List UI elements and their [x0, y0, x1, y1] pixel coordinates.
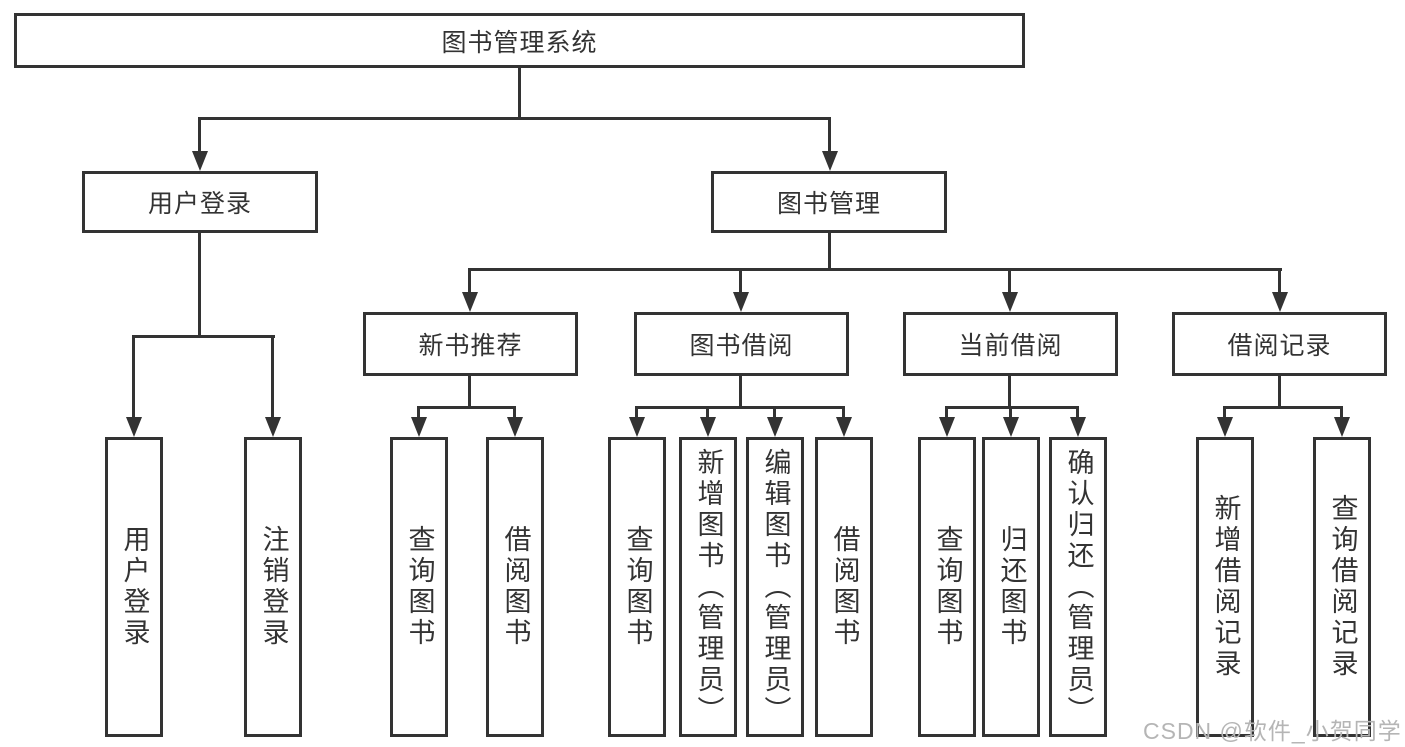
leaf-logout: 注销登录: [244, 437, 302, 737]
leaf-borrow-book-recommend: 借阅图书: [486, 437, 544, 737]
node-user-login-label: 用户登录: [147, 190, 252, 218]
leaf-query-book-recommend-label: 查询图书: [404, 525, 435, 649]
connector-line: [945, 406, 1079, 409]
connector-line: [739, 374, 742, 409]
leaf-return-book-label: 归还图书: [996, 525, 1027, 649]
connector-line: [468, 374, 471, 409]
arrow-down-icon: [265, 417, 281, 437]
leaf-add-borrow-record-label: 新增借阅记录: [1210, 494, 1241, 680]
arrow-down-icon: [462, 292, 478, 312]
arrow-down-icon: [1003, 417, 1019, 437]
connector-line: [828, 231, 831, 271]
leaf-user-login-label: 用户登录: [119, 525, 150, 649]
leaf-confirm-return-admin: 确认归还（管理员）: [1049, 437, 1107, 737]
connector-line: [1008, 268, 1011, 294]
leaf-borrow-book-recommend-label: 借阅图书: [500, 525, 531, 649]
node-root-label: 图书管理系统: [441, 28, 598, 57]
connector-line: [1340, 406, 1343, 419]
connector-line: [1278, 374, 1281, 409]
leaf-borrow-book: 借阅图书: [815, 437, 873, 737]
connector-line: [132, 335, 135, 417]
arrow-down-icon: [1002, 292, 1018, 312]
node-book-management-label: 图书管理: [776, 190, 881, 218]
leaf-logout-label: 注销登录: [258, 525, 289, 649]
connector-line: [198, 231, 201, 338]
connector-line: [132, 335, 275, 338]
node-book-borrow-label: 图书借阅: [689, 332, 794, 360]
node-current-borrow-label: 当前借阅: [958, 332, 1063, 360]
leaf-query-borrow-record: 查询借阅记录: [1313, 437, 1371, 737]
connector-line: [1223, 406, 1226, 419]
leaf-return-book: 归还图书: [982, 437, 1040, 737]
connector-line: [198, 117, 201, 153]
arrow-down-icon: [822, 151, 838, 171]
node-new-book-recommend-label: 新书推荐: [418, 332, 523, 360]
leaf-query-book-current-label: 查询图书: [932, 525, 963, 649]
arrow-down-icon: [836, 417, 852, 437]
connector-line: [513, 406, 516, 419]
arrow-down-icon: [1070, 417, 1086, 437]
leaf-query-book-borrow: 查询图书: [608, 437, 666, 737]
connector-line: [635, 406, 638, 419]
connector-line: [468, 268, 1282, 271]
connector-line: [198, 117, 831, 120]
arrow-down-icon: [1272, 292, 1288, 312]
node-book-management: 图书管理: [711, 171, 947, 233]
csdn-watermark: CSDN @软件_小贺同学: [1143, 718, 1402, 744]
connector-line: [945, 406, 948, 419]
node-user-login: 用户登录: [82, 171, 318, 233]
connector-line: [773, 406, 776, 419]
arrow-down-icon: [939, 417, 955, 437]
leaf-query-book-borrow-label: 查询图书: [622, 525, 653, 649]
arrow-down-icon: [126, 417, 142, 437]
node-borrow-record-label: 借阅记录: [1227, 332, 1332, 360]
leaf-edit-book-admin: 编辑图书（管理员）: [746, 437, 804, 737]
connector-line: [1223, 406, 1343, 409]
connector-line: [417, 406, 420, 419]
arrow-down-icon: [700, 417, 716, 437]
leaf-query-book-current: 查询图书: [918, 437, 976, 737]
leaf-add-borrow-record: 新增借阅记录: [1196, 437, 1254, 737]
node-root: 图书管理系统: [14, 13, 1025, 68]
node-new-book-recommend: 新书推荐: [363, 312, 578, 376]
leaf-confirm-return-admin-label: 确认归还（管理员）: [1063, 447, 1094, 727]
arrow-down-icon: [411, 417, 427, 437]
arrow-down-icon: [192, 151, 208, 171]
connector-line: [1278, 268, 1281, 294]
arrow-down-icon: [629, 417, 645, 437]
connector-line: [1009, 406, 1012, 419]
connector-line: [1076, 406, 1079, 419]
arrow-down-icon: [507, 417, 523, 437]
leaf-edit-book-admin-label: 编辑图书（管理员）: [760, 447, 791, 727]
arrow-down-icon: [1217, 417, 1233, 437]
arrow-down-icon: [767, 417, 783, 437]
arrow-down-icon: [1334, 417, 1350, 437]
connector-line: [1008, 374, 1011, 409]
connector-line: [417, 406, 516, 409]
leaf-query-borrow-record-label: 查询借阅记录: [1327, 494, 1358, 680]
connector-line: [468, 268, 471, 294]
connector-line: [739, 268, 742, 294]
connector-line: [635, 406, 845, 409]
leaf-borrow-book-label: 借阅图书: [829, 525, 860, 649]
node-book-borrow: 图书借阅: [634, 312, 849, 376]
leaf-query-book-recommend: 查询图书: [390, 437, 448, 737]
node-borrow-record: 借阅记录: [1172, 312, 1387, 376]
leaf-add-book-admin: 新增图书（管理员）: [679, 437, 737, 737]
connector-line: [271, 335, 274, 417]
leaf-add-book-admin-label: 新增图书（管理员）: [693, 447, 724, 727]
connector-line: [828, 117, 831, 153]
connector-line: [706, 406, 709, 419]
connector-line: [518, 66, 521, 119]
arrow-down-icon: [733, 292, 749, 312]
connector-line: [842, 406, 845, 419]
leaf-user-login: 用户登录: [105, 437, 163, 737]
node-current-borrow: 当前借阅: [903, 312, 1118, 376]
